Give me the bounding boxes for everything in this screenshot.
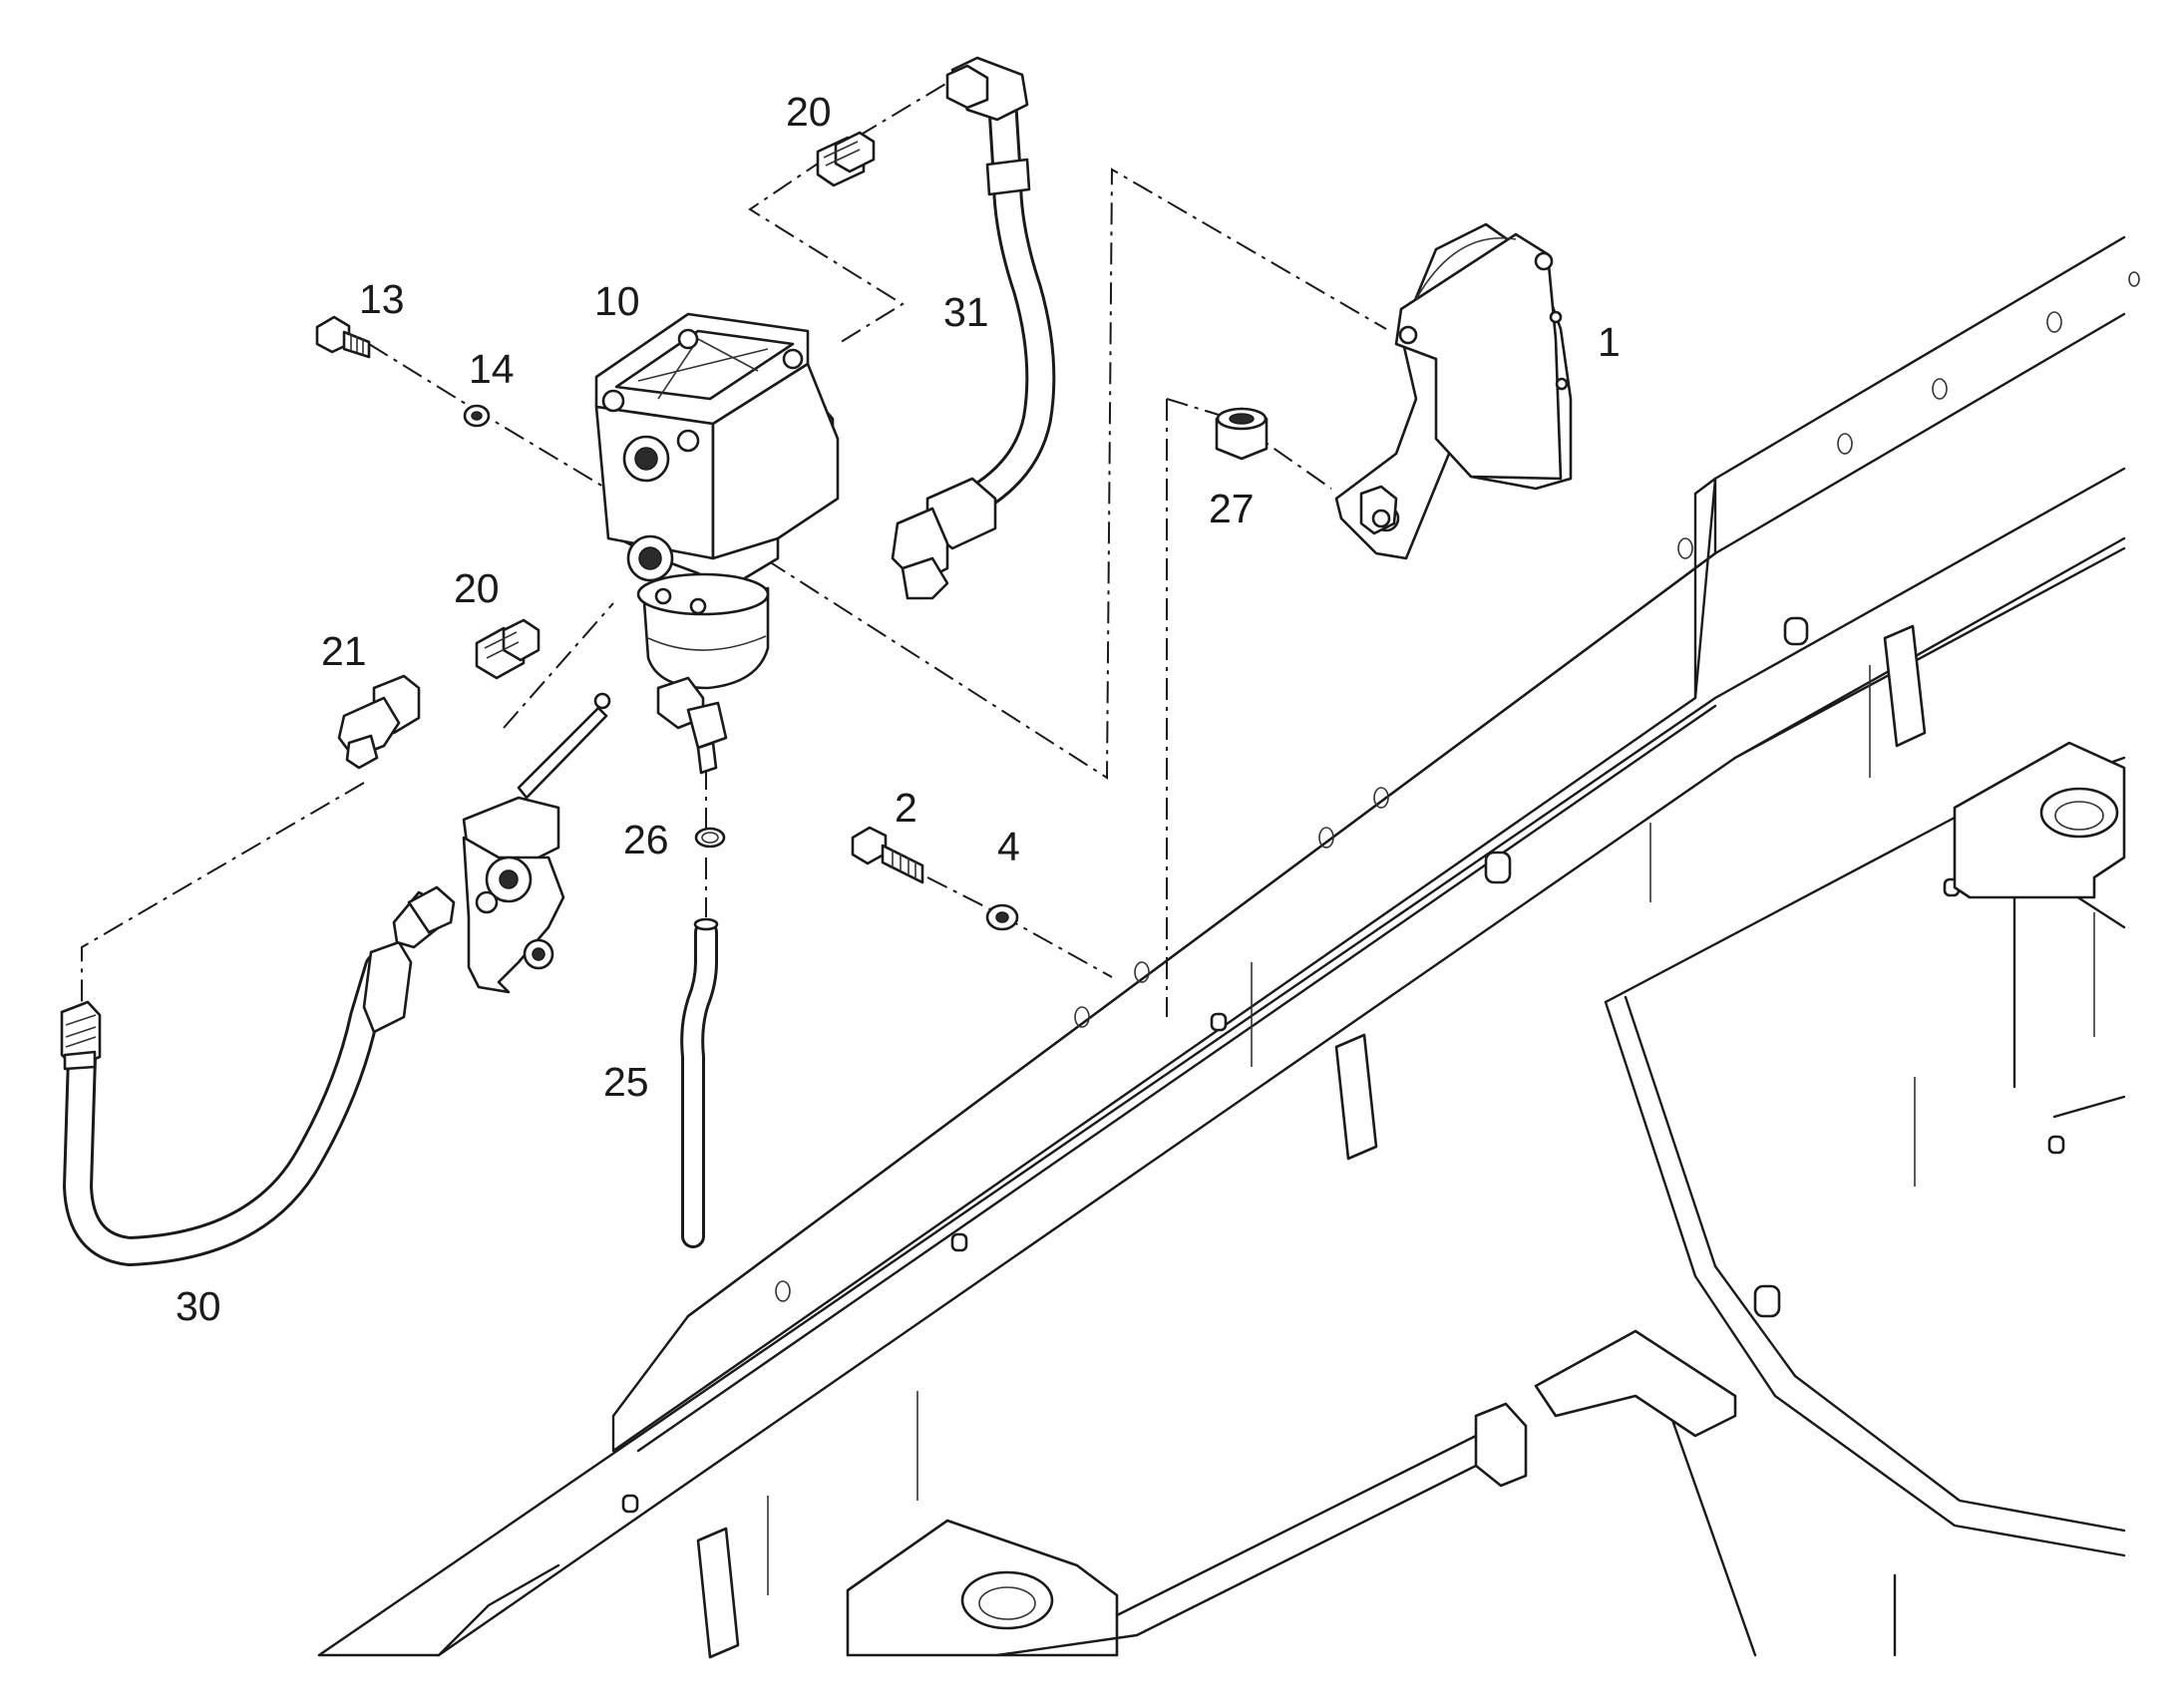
part-2-bolt — [851, 826, 924, 884]
part-27-spacer — [1215, 407, 1269, 461]
part-21-elbow — [337, 674, 421, 770]
callout-31: 31 — [943, 289, 989, 335]
part-25-tube — [680, 917, 719, 1248]
leader-lines — [81, 79, 1387, 1017]
callout-20-top: 20 — [786, 89, 832, 135]
callout-30: 30 — [176, 1283, 221, 1329]
part-20-top-fitting — [816, 131, 876, 187]
callout-1: 1 — [1598, 319, 1621, 365]
callout-13: 13 — [359, 276, 405, 322]
part-13-bolt — [315, 315, 371, 359]
callout-20-mid: 20 — [454, 565, 500, 611]
part-30-hose — [60, 885, 456, 1266]
callout-14: 14 — [469, 346, 515, 392]
callout-26: 26 — [623, 817, 669, 862]
part-1-bracket — [1334, 222, 1573, 560]
part-10-valve-unit — [594, 312, 840, 775]
callout-25: 25 — [603, 1059, 649, 1105]
callout-10: 10 — [594, 278, 640, 324]
ball-valve — [462, 692, 611, 994]
callout-4: 4 — [997, 824, 1020, 869]
callout-27: 27 — [1209, 486, 1255, 531]
callout-21: 21 — [321, 628, 367, 674]
part-31-hose — [891, 56, 1056, 600]
callout-2: 2 — [895, 785, 917, 831]
part-14-washer — [463, 404, 491, 428]
chassis-frame — [317, 235, 2140, 1659]
part-26-clamp — [694, 827, 726, 849]
part-4-washer — [985, 903, 1019, 931]
part-20-mid-fitting — [475, 618, 541, 680]
